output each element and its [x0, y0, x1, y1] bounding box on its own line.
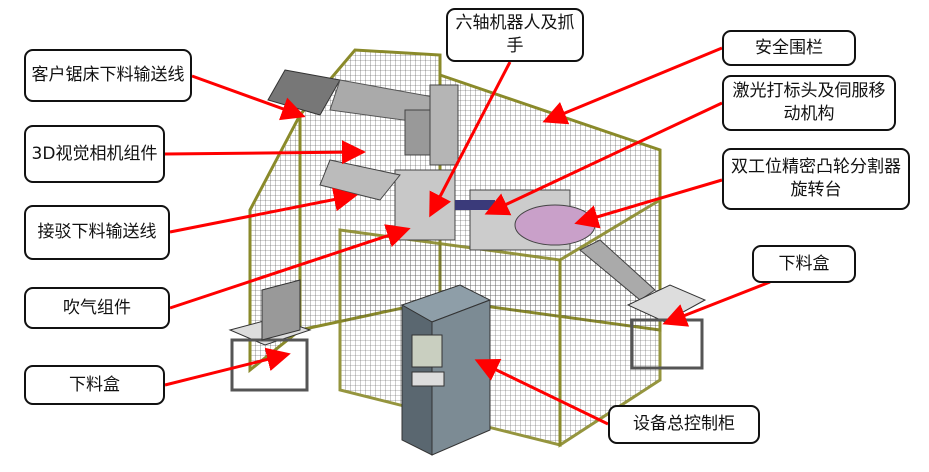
label-saw-conveyor: 客户锯床下料输送线	[24, 49, 192, 102]
label-bin-right: 下料盒	[752, 245, 856, 283]
control-cabinet	[400, 284, 492, 456]
label-rotary-table: 双工位精密凸轮分割器旋转台	[722, 148, 910, 210]
left-bin-stand	[228, 279, 312, 392]
label-fence: 安全围栏	[722, 30, 856, 66]
label-robot: 六轴机器人及抓手	[446, 8, 584, 62]
label-bin-left: 下料盒	[24, 365, 165, 405]
callout-arrows	[164, 46, 771, 426]
label-laser: 激光打标头及伺服移动机构	[722, 75, 896, 131]
label-3d-camera: 3D视觉相机组件	[24, 125, 165, 183]
label-control-cabinet: 设备总控制柜	[608, 405, 760, 444]
label-blower: 吹气组件	[24, 287, 170, 329]
label-transfer-conveyor: 接驳下料输送线	[24, 205, 170, 260]
